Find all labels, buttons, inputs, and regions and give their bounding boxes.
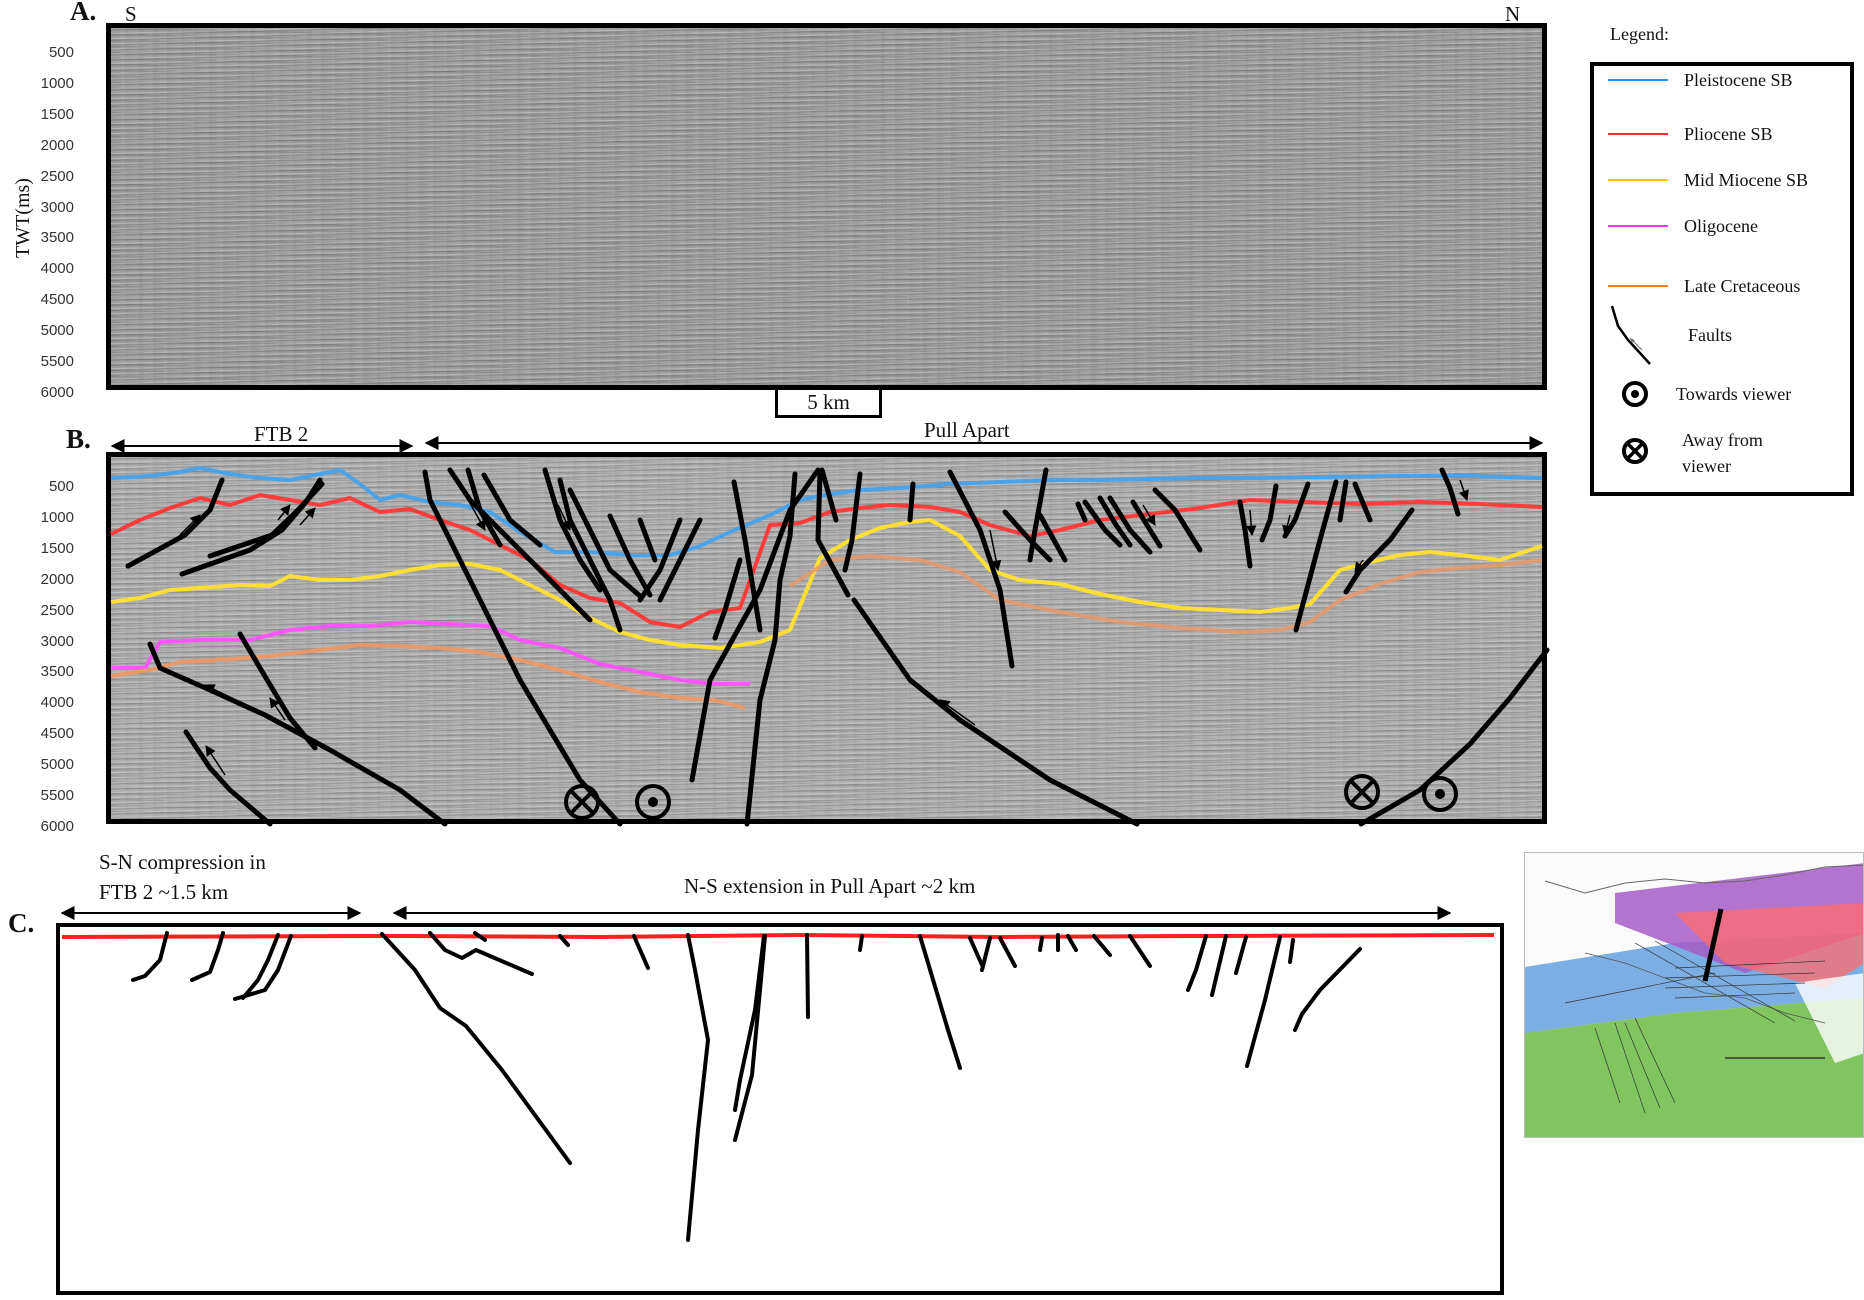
location-map-graphic	[1525, 863, 1863, 1137]
legend-label: Pliocene SB	[1684, 124, 1773, 144]
restoration-panel-c	[56, 923, 1504, 1295]
legend-swatch	[1608, 133, 1668, 135]
horizon-pliocene	[110, 493, 1543, 629]
y-axis-b-tick-label: 1500	[40, 539, 74, 557]
y-axis-b-tick-label: 3500	[40, 663, 74, 681]
scale-bar: 5 km	[775, 390, 882, 418]
restoration-overlay	[60, 906, 1495, 1242]
extension-caption: N-S extension in Pull Apart ~2 km	[684, 874, 976, 898]
towards-symbol-b1	[635, 784, 671, 820]
y-axis-b-tick-label: 1000	[40, 508, 74, 526]
horizon-mid-miocene	[110, 518, 1543, 650]
y-axis-b-tick-label: 2500	[40, 601, 74, 619]
south-label: S	[125, 2, 137, 26]
legend-away-label-1: Away from	[1682, 430, 1763, 450]
y-axis-a-tick-label: 6000	[40, 383, 74, 401]
faults-panel-c	[131, 931, 1362, 1242]
legend-faults-label: Faults	[1688, 325, 1733, 345]
horizon-pleistocene	[110, 466, 1543, 557]
away-symbol-b1	[564, 784, 600, 820]
compression-caption-2: FTB 2 ~1.5 km	[99, 880, 229, 904]
away-symbol-b2	[1344, 774, 1380, 810]
horizon-late-cretaceous	[110, 643, 746, 710]
away-viewer-icon	[1622, 438, 1648, 464]
panel-a-label: A.	[70, 0, 97, 26]
y-axis-a-tick-label: 1500	[40, 105, 74, 123]
interpretation-overlay	[110, 436, 1550, 827]
compression-caption-1: S-N compression in	[99, 850, 266, 874]
legend-title: Legend:	[1610, 24, 1669, 44]
north-label: N	[1505, 2, 1521, 26]
legend-swatch	[1608, 285, 1668, 287]
y-axis-a-tick-label: 5500	[40, 353, 74, 370]
horizon-late-cretaceous-east	[788, 554, 1543, 634]
y-axis-b-tick-label: 5500	[40, 787, 74, 804]
legend-towards-label: Towards viewer	[1676, 384, 1792, 404]
horizon-oligocene	[111, 620, 750, 686]
legend-label: Late Cretaceous	[1684, 276, 1801, 296]
legend-swatch	[1608, 79, 1668, 81]
y-axis-b-tick-label: 4000	[40, 694, 74, 712]
legend-swatch	[1608, 225, 1668, 227]
y-axis-a-tick-label: 3000	[40, 198, 74, 216]
location-map	[1524, 852, 1864, 1138]
legend-fault-icon	[1610, 305, 1651, 365]
restored-pliocene-horizon	[61, 932, 1495, 940]
legend-label: Mid Miocene SB	[1684, 170, 1808, 190]
y-axis-b-tick-label: 2000	[40, 570, 74, 588]
panel-b-label: B.	[66, 424, 91, 454]
y-axis-a-tick-label: 2000	[40, 136, 74, 154]
towards-viewer-icon	[1622, 381, 1648, 407]
y-axis-a-tick-label: 5000	[40, 322, 74, 340]
seismic-section-a	[106, 23, 1547, 390]
y-axis-a-tick-label: 4000	[40, 260, 74, 278]
legend-label: Oligocene	[1684, 216, 1758, 236]
y-axis-a-tick-label: 3500	[40, 229, 74, 247]
panel-c-label: C.	[8, 908, 35, 938]
legend-away-label-2: viewer	[1682, 456, 1731, 476]
y-axis-a-tick-label: 1000	[40, 74, 74, 92]
y-axis-b-tick-label: 5000	[40, 756, 74, 774]
y-axis-b-tick-label: 6000	[40, 817, 74, 835]
y-axis-a-tick-label: 500	[48, 44, 74, 61]
y-axis-a-tick-label: 2500	[40, 167, 74, 185]
y-axis-a-tick-label: 4500	[40, 291, 74, 309]
y-axis-b-tick-label: 4500	[40, 725, 74, 743]
legend-swatch	[1608, 179, 1668, 181]
legend-label: Pleistocene SB	[1684, 70, 1793, 90]
y-axis-b-tick-label: 500	[48, 478, 74, 495]
slip-arrows-b	[179, 479, 1469, 776]
y-axis-b-tick-label: 3000	[40, 632, 74, 650]
faults-panel-b	[125, 467, 1550, 827]
towards-symbol-b2	[1422, 776, 1458, 812]
